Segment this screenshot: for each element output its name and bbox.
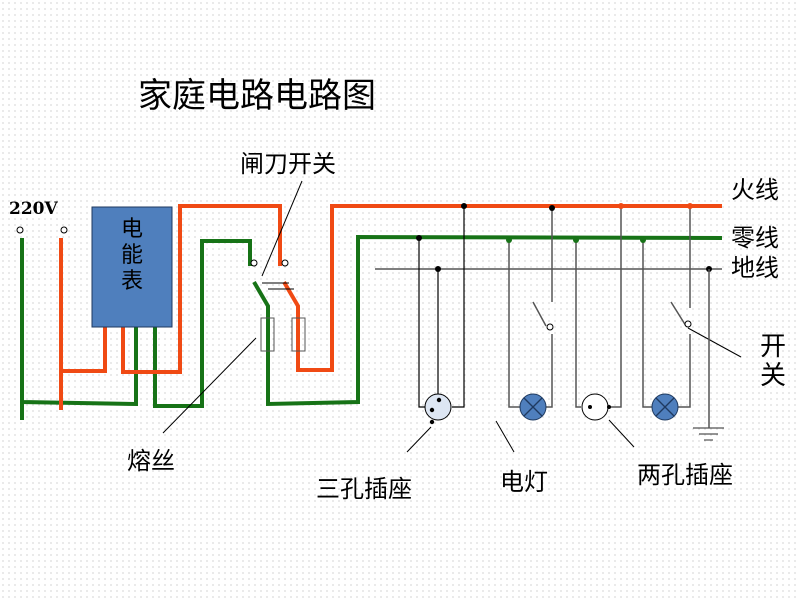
diagram-title: 家庭电路电路图 xyxy=(138,76,376,116)
two-hole-socket-branch xyxy=(575,206,622,408)
lamp-1-branch xyxy=(508,208,553,408)
voltage-label: 220V xyxy=(9,199,58,219)
fuse-pointer xyxy=(162,337,257,434)
live-wire-label: 火线 xyxy=(731,176,779,204)
switch-label-1: 开 xyxy=(760,332,786,362)
lamp-label: 电灯 xyxy=(500,468,548,496)
lamp-pointer xyxy=(495,420,515,453)
fuse-live xyxy=(291,317,306,352)
two-hole-socket-label: 两孔插座 xyxy=(637,461,733,489)
meter-label-1: 电 xyxy=(121,217,143,242)
switch-label-2: 关 xyxy=(760,361,786,391)
knife-switch-pointer xyxy=(261,180,303,277)
switch-pointer xyxy=(687,327,742,358)
neutral-wire-label: 零线 xyxy=(731,224,779,252)
ground-wire-label: 地线 xyxy=(731,254,779,282)
knife-switch-label: 闸刀开关 xyxy=(240,150,336,178)
lamp-2-switch xyxy=(684,320,692,328)
fuse-label: 熔丝 xyxy=(127,447,175,475)
fuse-neutral xyxy=(260,317,275,352)
knife-switch xyxy=(250,259,294,290)
meter-label-3: 表 xyxy=(121,269,143,294)
live-supply-wire xyxy=(59,204,722,410)
lamp-2 xyxy=(651,393,679,421)
supply-terminal-live xyxy=(60,226,68,234)
supply-terminal-neutral xyxy=(16,226,24,234)
two-hole-socket-pointer xyxy=(608,419,635,448)
two-hole-socket xyxy=(581,393,611,421)
three-hole-socket-label: 三孔插座 xyxy=(316,475,412,503)
three-hole-socket-branch xyxy=(418,206,465,408)
meter-label-2: 能 xyxy=(121,243,143,268)
lamp-1-switch xyxy=(546,323,554,331)
earth-ground-symbol xyxy=(693,266,724,441)
lamp-1 xyxy=(519,393,547,421)
lamp-2-branch xyxy=(642,206,691,408)
three-hole-socket-pointer xyxy=(406,426,432,453)
electric-meter xyxy=(91,206,173,328)
three-hole-socket xyxy=(424,393,452,425)
